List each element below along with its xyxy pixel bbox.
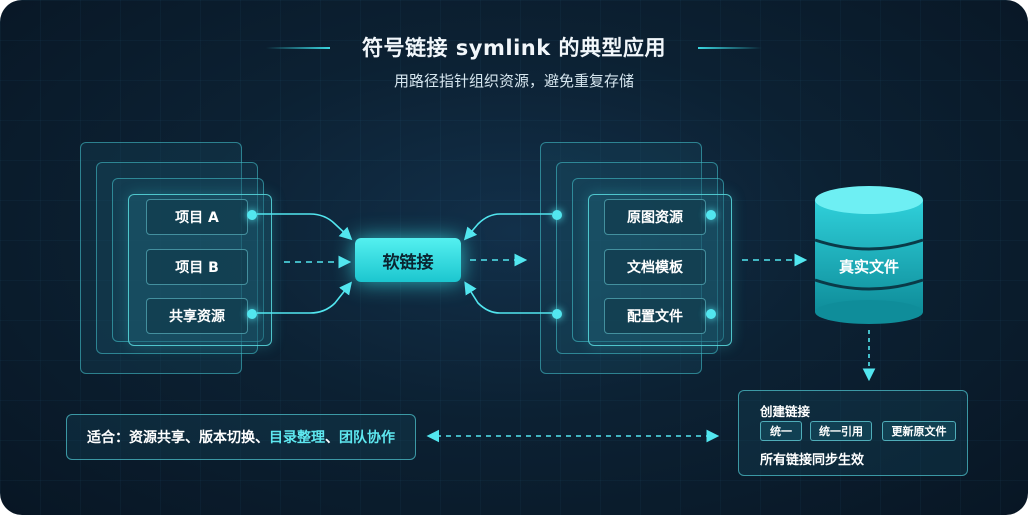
left-item-shared-resources[interactable]: 共享资源	[146, 298, 248, 334]
database-icon	[814, 186, 924, 324]
use-case-highlight-directory: 目录整理	[269, 430, 325, 446]
right-item-original-images[interactable]: 原图资源	[604, 199, 706, 235]
create-link-footer: 所有链接同步生效	[760, 453, 865, 468]
softlink-node[interactable]: 软链接	[355, 238, 461, 282]
page-title: 符号链接 symlink 的典型应用	[361, 36, 666, 60]
line-shared-to-softlink	[257, 281, 352, 314]
chip-unified-reference[interactable]: 统一引用	[810, 421, 872, 441]
page-subtitle: 用路径指针组织资源，避免重复存储	[393, 72, 634, 90]
left-connector-dot-bottom	[247, 309, 257, 319]
create-link-title: 创建链接	[760, 404, 811, 419]
left-item-project-b[interactable]: 项目 B	[146, 249, 248, 285]
line-images-to-softlink	[463, 213, 552, 241]
use-cases-prefix: 适合：资源共享、版本切换、	[87, 430, 269, 446]
use-case-highlight-team: 团队协作	[339, 430, 395, 446]
right-connector-dot-top-left	[552, 210, 562, 220]
create-link-box: 创建链接 统一 统一引用 更新原文件 所有链接同步生效	[738, 390, 968, 476]
right-item-doc-templates[interactable]: 文档模板	[604, 249, 706, 285]
right-connector-dot-bottom-left	[552, 309, 562, 319]
right-connector-dot-bottom-right	[706, 309, 716, 319]
right-item-config-files[interactable]: 配置文件	[604, 298, 706, 334]
database-label: 真实文件	[838, 258, 899, 276]
use-cases-separator: 、	[325, 430, 339, 446]
use-cases-box: 适合：资源共享、版本切换、目录整理、团队协作	[66, 414, 416, 460]
chip-unify[interactable]: 统一	[760, 421, 802, 441]
left-item-project-a[interactable]: 项目 A	[146, 199, 248, 235]
line-config-to-softlink	[464, 281, 552, 314]
line-project-a-to-softlink	[257, 213, 353, 241]
title-decoration-right	[698, 47, 762, 49]
title-decoration-left	[266, 47, 330, 49]
right-connector-dot-top-right	[706, 210, 716, 220]
chip-update-source[interactable]: 更新原文件	[882, 421, 956, 441]
left-connector-dot-top	[247, 210, 257, 220]
